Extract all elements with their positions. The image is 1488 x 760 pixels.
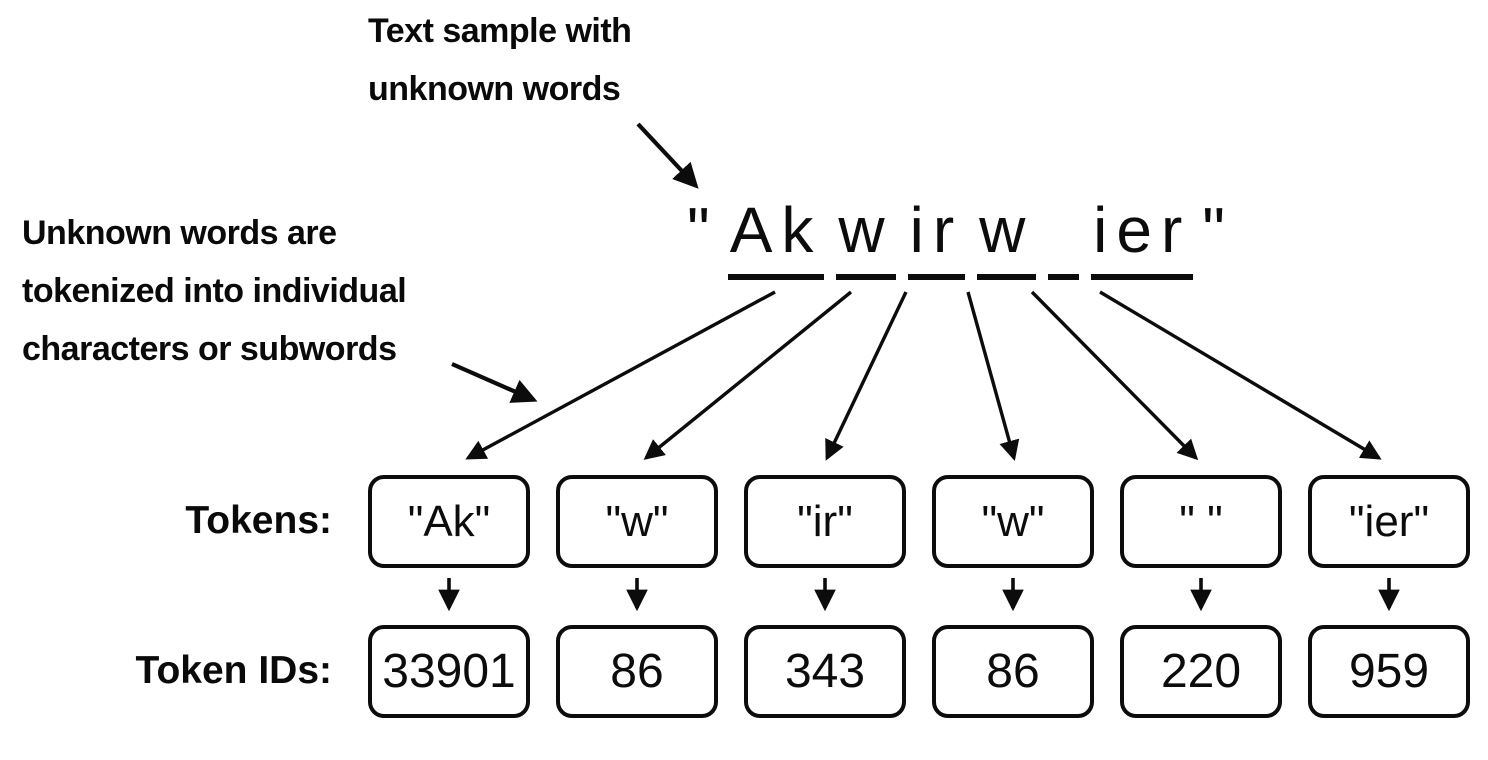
token-ids-label: Token IDs: — [135, 649, 332, 692]
token-id-box-3: 343 — [744, 625, 906, 718]
token-id-box-6: 959 — [1308, 625, 1470, 718]
sample-seg-w2: w — [977, 194, 1037, 280]
arrow-seg-to-token-5 — [1030, 290, 1199, 461]
arrow-left-annotation — [451, 362, 538, 403]
token-id-value: 220 — [1160, 645, 1242, 698]
arrow-seg-to-token-2 — [643, 290, 853, 460]
token-value: "w" — [981, 496, 1045, 546]
token-box-5: " " — [1120, 475, 1282, 568]
annotation-unknown-words: Unknown words are tokenized into individ… — [22, 214, 407, 368]
token-id-box-5: 220 — [1120, 625, 1282, 718]
annotation-text-sample: Text sample with unknown words — [368, 12, 632, 108]
arrow-seg-to-token-4 — [966, 291, 1020, 461]
token-id-value: 343 — [784, 645, 866, 698]
open-quote: " — [687, 194, 719, 266]
token-box-2: "w" — [556, 475, 718, 568]
token-value: "ier" — [1348, 496, 1430, 546]
token-value: " " — [1179, 496, 1223, 546]
arrow-seg-to-token-3 — [825, 291, 908, 461]
token-id-value: 33901 — [382, 645, 516, 698]
token-box-3: "ir" — [744, 475, 906, 568]
arrow-seg-to-token-6 — [1099, 290, 1382, 460]
token-box-4: "w" — [932, 475, 1094, 568]
sample-text: " Ak w ir w ier " — [684, 194, 1237, 280]
token-value: "ir" — [797, 496, 853, 546]
token-id-value: 86 — [986, 645, 1040, 698]
sample-seg-ir: ir — [907, 194, 966, 280]
token-box-6: "ier" — [1308, 475, 1470, 568]
token-box-1: "Ak" — [368, 475, 530, 568]
token-id-box-2: 86 — [556, 625, 718, 718]
token-id-value: 86 — [610, 645, 664, 698]
token-id-value: 959 — [1348, 645, 1430, 698]
token-value: "w" — [605, 496, 669, 546]
arrow-seg-to-token-1 — [465, 290, 776, 460]
arrow-top-annotation — [636, 122, 699, 189]
sample-seg-space — [1048, 194, 1080, 280]
token-id-box-1: 33901 — [368, 625, 530, 718]
token-id-box-4: 86 — [932, 625, 1094, 718]
token-value: "Ak" — [407, 496, 491, 546]
sample-seg-ak: Ak — [727, 194, 825, 280]
sample-seg-ier: ier — [1091, 194, 1194, 280]
sample-seg-w1: w — [836, 194, 896, 280]
close-quote: " — [1202, 194, 1234, 266]
tokens-label: Tokens: — [185, 499, 332, 542]
